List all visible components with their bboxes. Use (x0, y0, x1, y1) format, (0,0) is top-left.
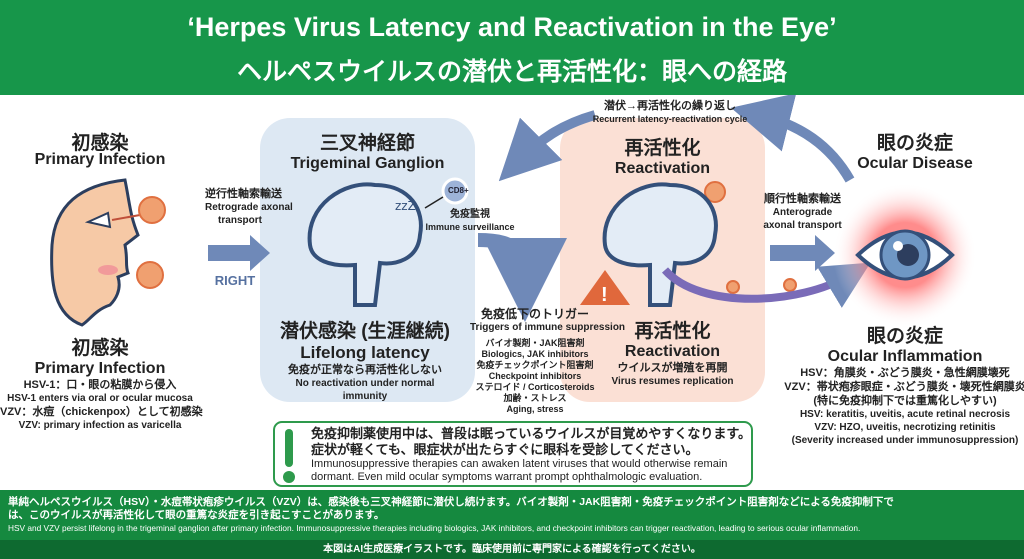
trigger-item: Checkpoint inhibitors (488, 371, 582, 381)
reactivation-bottom-en: Reactivation (624, 343, 721, 360)
disclaimer: 本図はAI生成医療イラストです。臨床使用前に専門家による確認を行ってください。 (0, 540, 1024, 559)
warning-triangle-icon (580, 270, 630, 305)
svg-text:!: ! (601, 284, 608, 306)
trigger-item: 免疫チェックポイント阻害剤 (476, 360, 594, 370)
primary-bottom-en: Primary Infection (34, 360, 166, 377)
retrograde-en1: Retrograde axonal (205, 202, 293, 213)
svg-text:zzZ: zzZ (395, 199, 416, 213)
cd8-label: CD8+ (448, 186, 469, 195)
trigger-item: 加齢・ストレス (503, 393, 567, 403)
primary-bottom-jp: 初感染 (71, 338, 129, 359)
latency-note-en: immunity (342, 391, 388, 402)
footer-summary: 単純ヘルペスウイルス（HSV）・水痘帯状疱疹ウイルス（VZV）は、感染後も三叉神… (0, 490, 1024, 540)
primary-title-en: Primary Infection (34, 151, 166, 168)
title-en: ‘Herpes Virus Latency and Reactivation i… (187, 12, 837, 42)
arrow-icons (208, 235, 835, 271)
direction-label: RIGHT (214, 273, 256, 288)
ganglion-title-en: Trigeminal Ganglion (290, 155, 445, 172)
cycle-jp: 潜伏→再活性化の繰り返し (604, 100, 736, 112)
diagram-illustrations: zzZ ! (50, 95, 977, 327)
cycle-en: Recurrent latency-reactivation cycle (592, 114, 748, 124)
ocular-line: VZV：帯状疱疹眼症・ぶどう膜炎・壊死性網膜炎 (784, 381, 1024, 393)
ocular-line: (Severity increased under immunosuppress… (791, 435, 1019, 446)
warning-box: 免疫抑制薬使用中は、普段は眠っているウイルスが目覚めやすくなります。 症状が軽く… (273, 421, 753, 487)
primary-line: HSV-1 enters via oral or ocular mucosa (7, 393, 193, 404)
retrograde-en2: transport (218, 215, 262, 226)
ocular-line: HSV：角膜炎・ぶどう膜炎・急性網膜壊死 (800, 367, 1010, 379)
ocular-bottom-jp: 眼の炎症 (866, 326, 943, 347)
reactivation-title-jp: 再活性化 (624, 138, 701, 159)
footer-jp2: は、このウイルスが再活性化して眼の重篤な炎症を引き起こすことがあります。 (8, 509, 385, 521)
header-banner (0, 0, 1024, 95)
trigger-item: Biologics, JAK inhibitors (481, 349, 589, 359)
face-icon (50, 178, 141, 327)
anterograde-en2: axonal transport (763, 220, 842, 231)
ocular-line: HSV: keratitis, uveitis, acute retinal n… (799, 409, 1011, 420)
latency-en: Lifelong latency (300, 343, 430, 362)
exclamation-dot-icon (283, 471, 295, 483)
ocular-title-jp: 眼の炎症 (876, 133, 953, 154)
exclamation-icon (285, 429, 293, 467)
title-jp: ヘルペスウイルスの潜伏と再活性化：眼への経路 (236, 58, 787, 86)
reactivation-title-en: Reactivation (614, 160, 711, 177)
ocular-line: VZV: HZO, uveitis, necrotizing retinitis (814, 422, 996, 433)
brain-icons (307, 182, 718, 307)
ganglion-title-jp: 三叉神経節 (319, 133, 415, 154)
surveillance-jp: 免疫監視 (450, 209, 490, 220)
reactivation-bottom-jp: 再活性化 (634, 321, 711, 342)
eye-icon (833, 183, 977, 327)
primary-line: HSV-1：口・眼の粘膜から侵入 (23, 379, 177, 391)
anterograde-jp: 順行性軸索輸送 (764, 193, 841, 205)
triggers-title-jp: 免疫低下のトリガー (480, 307, 589, 321)
ocular-title-en: Ocular Disease (857, 155, 973, 172)
ocular-bottom-en: Ocular Inflammation (827, 348, 983, 365)
footer-jp1: 単純ヘルペスウイルス（HSV）・水痘帯状疱疹ウイルス（VZV）は、感染後も三叉神… (8, 496, 894, 508)
warning-en2: dormant. Even mild ocular symptoms warra… (311, 471, 703, 483)
latency-jp: 潜伏感染 (生涯継続) (280, 321, 450, 342)
trigger-item: ステロイド / Corticosteroids (475, 382, 595, 392)
surveillance-en: Immune surveillance (425, 222, 515, 232)
primary-title-jp: 初感染 (71, 133, 129, 154)
retrograde-jp: 逆行性軸索輸送 (205, 188, 282, 200)
reactivation-note-jp: ウイルスが増殖を再開 (617, 362, 728, 374)
warning-en1: Immunosuppressive therapies can awaken l… (311, 458, 728, 470)
triggers-title-en: Triggers of immune suppression (470, 322, 626, 333)
warning-jp2: 症状が軽くても、眼症状が出たらすぐに眼科を受診してください。 (311, 442, 699, 457)
latency-note-jp: 免疫が正常なら再活性化しない (288, 364, 442, 376)
reactivation-note-en: Virus resumes replication (611, 376, 734, 387)
footer-en: HSV and VZV persist lifelong in the trig… (8, 523, 861, 533)
latency-note-en: No reactivation under normal (295, 378, 435, 389)
trigger-item: バイオ製剤・JAK阻害剤 (485, 338, 585, 348)
primary-line: VZV：水痘（chickenpox）として初感染 (0, 406, 203, 418)
primary-line: VZV: primary infection as varicella (18, 420, 182, 431)
warning-jp1: 免疫抑制薬使用中は、普段は眠っているウイルスが目覚めやすくなります。 (311, 426, 752, 441)
trigger-item: Aging, stress (506, 404, 564, 414)
ocular-line: (特に免疫抑制下では重篤化しやすい) (813, 395, 997, 407)
anterograde-en1: Anterograde (772, 207, 833, 218)
cd8-cell-icon (441, 177, 469, 205)
